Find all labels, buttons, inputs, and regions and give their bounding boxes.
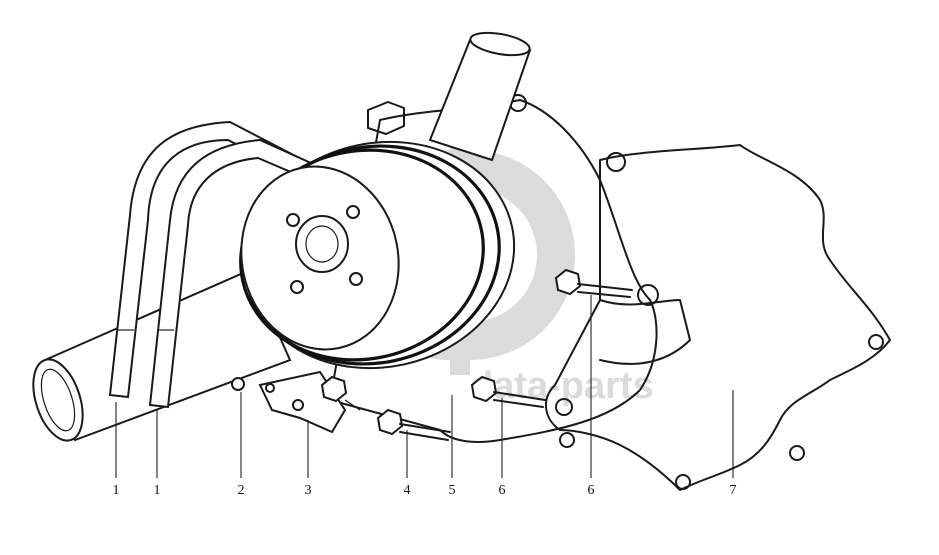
outlet-pipe [428, 31, 532, 162]
callout-1b: 1 [154, 483, 161, 498]
bolt-5 [320, 375, 361, 411]
callout-labels: 1 1 2 3 4 5 6 6 7 [113, 483, 737, 498]
callout-5: 5 [449, 483, 456, 498]
callout-7: 7 [730, 483, 737, 498]
callout-6b: 6 [588, 483, 595, 498]
callout-4: 4 [404, 483, 411, 498]
bolt-6-lower [470, 375, 546, 408]
callout-1a: 1 [113, 483, 120, 498]
pump-pulley [239, 140, 516, 370]
callout-6a: 6 [499, 483, 506, 498]
bolt-4 [376, 408, 451, 441]
callout-2: 2 [238, 483, 245, 498]
pump-body [329, 94, 691, 443]
leader-lines [115, 295, 734, 478]
small-screw [231, 377, 245, 391]
bolt-6-upper [554, 268, 633, 298]
callout-3: 3 [305, 483, 312, 498]
pump-housing-plate [545, 144, 891, 491]
